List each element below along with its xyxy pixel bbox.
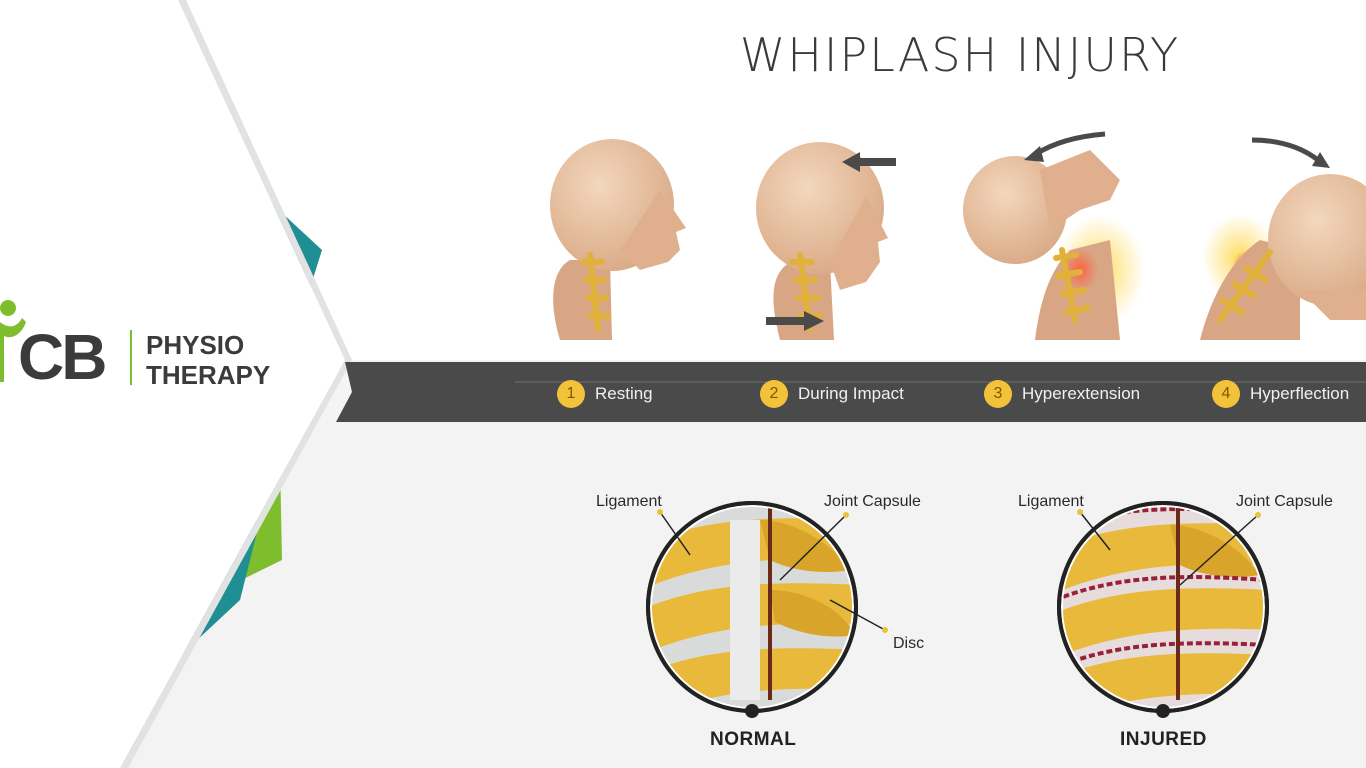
- stage-label-hyperextension: 3 Hyperextension: [984, 378, 1140, 410]
- stage-label-hyperflection: 4 Hyperflection: [1212, 378, 1349, 410]
- stage-label-text: During Impact: [798, 384, 904, 403]
- head-hyperextension-illustration: [963, 150, 1145, 340]
- logo-line-2: THERAPY: [146, 360, 271, 390]
- curved-arrow-forward-icon: [1251, 137, 1330, 168]
- stage-label-resting: 1 Resting: [557, 378, 653, 410]
- normal-disc-label: Disc: [893, 635, 925, 652]
- logo-person-icon: [0, 300, 26, 382]
- arrow-left-icon: [842, 152, 896, 172]
- stage-number-badge: 4: [1212, 380, 1240, 408]
- stage-label-text: Hyperextension: [1022, 384, 1141, 403]
- normal-ligament-label: Ligament: [596, 493, 662, 510]
- stage-label-during-impact: 2 During Impact: [760, 378, 904, 410]
- head-impact-illustration: [756, 142, 888, 340]
- injured-ligament-label: Ligament: [1018, 493, 1084, 510]
- stage-number-badge: 1: [557, 380, 585, 408]
- normal-spine-detail: [646, 501, 888, 718]
- stage-number-badge: 2: [760, 380, 788, 408]
- page-title: WHIPLASH INJURY: [739, 28, 1181, 82]
- head-resting-illustration: [550, 139, 686, 340]
- injured-spine-detail: [1057, 501, 1269, 718]
- stage-label-text: Hyperflection: [1250, 384, 1350, 403]
- logo-line-1: PHYSIO: [146, 330, 245, 360]
- normal-joint-capsule-label: Joint Capsule: [824, 493, 921, 510]
- head-hyperflection-illustration: [1200, 174, 1366, 340]
- stage-label-text: Resting: [595, 384, 653, 403]
- stages-band: [336, 362, 1366, 422]
- normal-caption: NORMAL: [710, 729, 797, 750]
- arrow-right-icon: [766, 311, 824, 331]
- logo-letters: CB: [18, 321, 107, 393]
- logo-panel-decor: [0, 0, 352, 768]
- injured-joint-capsule-label: Joint Capsule: [1236, 493, 1333, 510]
- injured-caption: INJURED: [1120, 729, 1207, 750]
- stage-number-badge: 3: [984, 380, 1012, 408]
- logo-wordmark: PHYSIO THERAPY: [146, 330, 270, 390]
- curved-arrow-back-icon: [1024, 131, 1106, 162]
